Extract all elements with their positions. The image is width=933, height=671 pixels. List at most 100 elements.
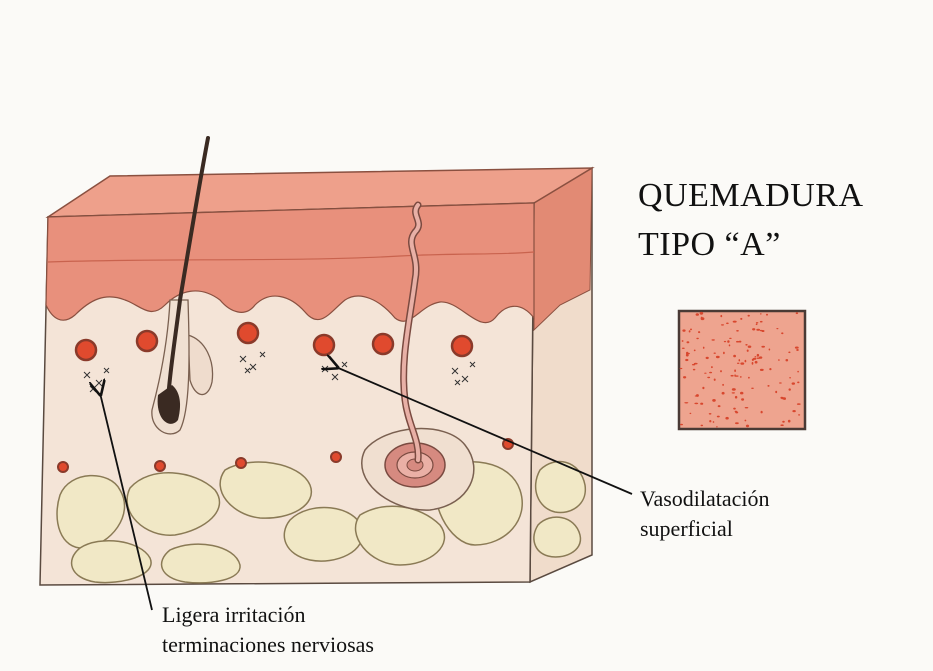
swatch-speckle bbox=[720, 315, 722, 317]
vessel-small bbox=[331, 452, 341, 462]
swatch-speckle bbox=[747, 350, 749, 352]
swatch-speckle bbox=[722, 384, 724, 386]
swatch-speckle bbox=[766, 314, 768, 316]
swatch-speckle bbox=[723, 352, 725, 355]
swatch-speckle bbox=[735, 422, 739, 424]
swatch-speckle bbox=[740, 362, 744, 364]
label-irritacion-line-2: terminaciones nerviosas bbox=[162, 630, 374, 660]
vessel-small bbox=[236, 458, 246, 468]
swatch-speckle bbox=[711, 366, 713, 368]
swatch-speckle bbox=[709, 420, 711, 422]
swatch-speckle bbox=[693, 369, 696, 371]
swatch-speckle bbox=[739, 359, 741, 361]
swatch-speckle bbox=[796, 312, 798, 314]
swatch-speckle bbox=[714, 353, 716, 354]
swatch-speckle bbox=[755, 356, 757, 357]
swatch-speckle bbox=[729, 344, 731, 346]
swatch-speckle bbox=[717, 416, 720, 418]
swatch-speckle bbox=[698, 331, 700, 333]
swatch-speckle bbox=[745, 420, 747, 422]
swatch-speckle bbox=[737, 363, 740, 364]
swatch-speckle bbox=[748, 315, 750, 317]
swatch-speckle bbox=[700, 312, 704, 315]
swatch-speckle bbox=[798, 414, 800, 415]
vessel bbox=[76, 340, 96, 360]
vessel bbox=[452, 336, 472, 356]
swatch-speckle bbox=[779, 382, 782, 383]
swatch-speckle bbox=[701, 425, 704, 427]
swatch-speckle bbox=[687, 341, 690, 343]
swatch-speckle bbox=[704, 373, 706, 374]
swatch-speckle bbox=[756, 322, 759, 323]
swatch-speckle bbox=[732, 392, 735, 393]
swatch-speckle bbox=[751, 388, 754, 389]
swatch-speckle bbox=[701, 317, 703, 318]
swatch-speckle bbox=[789, 377, 791, 378]
swatch-speckle bbox=[769, 368, 771, 370]
swatch-speckle bbox=[796, 349, 799, 351]
swatch-speckle bbox=[792, 410, 795, 412]
swatch-speckle bbox=[690, 413, 692, 414]
swatch-speckle bbox=[696, 394, 699, 397]
swatch-speckle bbox=[761, 346, 765, 348]
fat-lobule bbox=[284, 508, 362, 562]
swatch-speckle bbox=[707, 377, 710, 378]
swatch-speckle bbox=[733, 408, 736, 410]
swatch-speckle bbox=[718, 405, 721, 407]
swatch-speckle bbox=[731, 375, 734, 377]
swatch-speckle bbox=[682, 329, 685, 331]
swatch-speckle bbox=[776, 328, 778, 329]
burn-swatch-fill bbox=[679, 311, 805, 429]
diagram-title-line-1: QUEMADURA bbox=[638, 177, 864, 215]
swatch-speckle bbox=[755, 361, 758, 364]
label-vasodilatacion-line-1: Vasodilatación bbox=[640, 484, 770, 514]
swatch-speckle bbox=[736, 341, 739, 343]
burn-swatch bbox=[679, 311, 805, 429]
swatch-speckle bbox=[735, 411, 738, 412]
swatch-speckle bbox=[684, 402, 688, 403]
swatch-speckle bbox=[694, 350, 696, 352]
skin-block bbox=[40, 138, 592, 585]
label-vasodilatacion: Vasodilatación superficial bbox=[640, 484, 770, 544]
swatch-speckle bbox=[746, 425, 749, 428]
fat-lobule bbox=[536, 462, 586, 513]
swatch-speckle bbox=[692, 364, 695, 365]
swatch-speckle bbox=[740, 376, 742, 378]
swatch-speckle bbox=[757, 358, 761, 359]
swatch-speckle bbox=[682, 340, 684, 342]
vessel bbox=[137, 331, 157, 351]
swatch-speckle bbox=[714, 379, 716, 381]
swatch-speckle bbox=[725, 417, 728, 420]
swatch-speckle bbox=[760, 330, 763, 331]
swatch-speckle bbox=[795, 347, 799, 349]
label-vasodilatacion-line-2: superficial bbox=[640, 514, 770, 544]
swatch-speckle bbox=[702, 387, 704, 389]
swatch-speckle bbox=[780, 424, 783, 426]
label-irritacion: Ligera irritación terminaciones nerviosa… bbox=[162, 600, 374, 660]
swatch-speckle bbox=[740, 392, 743, 395]
swatch-speckle bbox=[690, 329, 692, 331]
vessel-small bbox=[155, 461, 165, 471]
swatch-speckle bbox=[748, 377, 750, 379]
swatch-speckle bbox=[757, 354, 759, 357]
diagram-title-line-2: TIPO “A” bbox=[638, 226, 781, 264]
swatch-speckle bbox=[727, 340, 729, 343]
label-irritacion-line-1: Ligera irritación bbox=[162, 600, 374, 630]
swatch-speckle bbox=[781, 397, 784, 399]
swatch-speckle bbox=[709, 372, 712, 374]
swatch-speckle bbox=[712, 399, 716, 402]
swatch-speckle bbox=[732, 388, 736, 391]
swatch-speckle bbox=[696, 313, 699, 316]
swatch-speckle bbox=[745, 344, 747, 346]
swatch-speckle bbox=[735, 396, 737, 399]
vessel bbox=[373, 334, 393, 354]
swatch-speckle bbox=[756, 324, 758, 326]
swatch-speckle bbox=[706, 357, 709, 359]
swatch-speckle bbox=[788, 420, 791, 423]
swatch-speckle bbox=[782, 421, 785, 423]
swatch-speckle bbox=[720, 370, 722, 372]
swatch-speckle bbox=[752, 328, 755, 330]
swatch-speckle bbox=[789, 388, 791, 390]
swatch-speckle bbox=[760, 313, 762, 314]
